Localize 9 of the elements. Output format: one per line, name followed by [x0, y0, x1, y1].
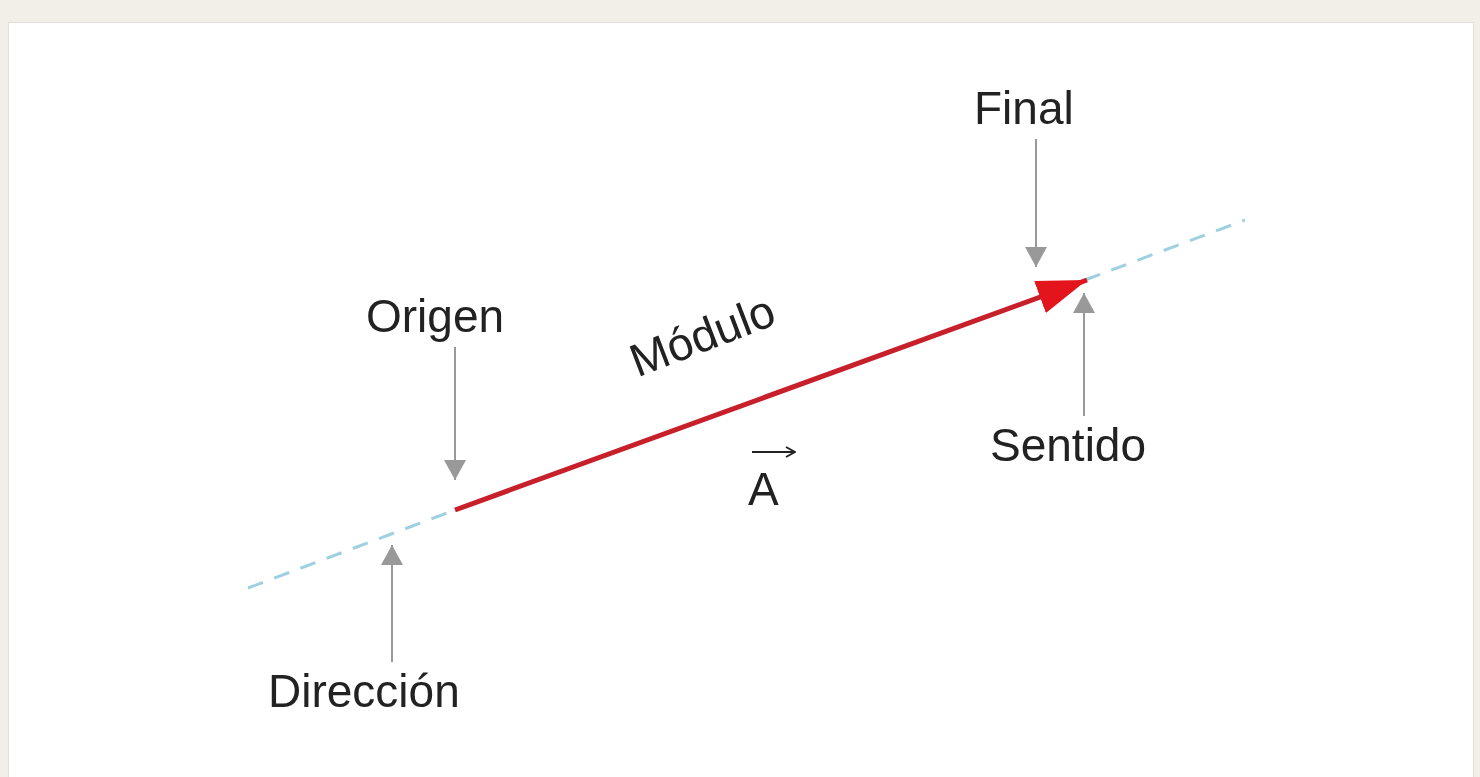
leader-line	[1073, 292, 1095, 417]
magnitude-label: Módulo	[623, 287, 781, 384]
leader-line	[1025, 138, 1047, 268]
leader-line	[381, 544, 403, 663]
vector-symbol: A	[748, 466, 779, 512]
leader-line	[444, 346, 466, 481]
part-label: Dirección	[268, 668, 460, 714]
part-label: Sentido	[990, 422, 1146, 468]
part-label: Final	[974, 85, 1074, 131]
